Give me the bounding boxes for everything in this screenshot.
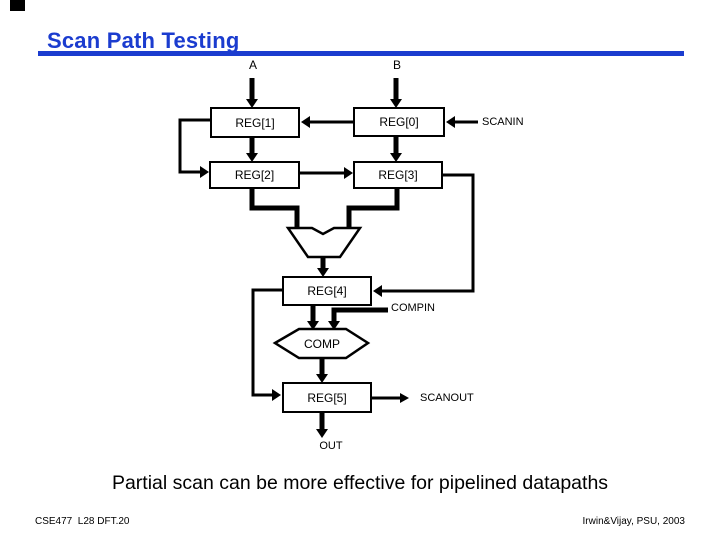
register-box-reg5: REG[5] — [282, 382, 372, 413]
title-underline — [38, 51, 684, 56]
register-box-reg0: REG[0] — [353, 107, 445, 137]
wire-reg3-alu — [346, 189, 400, 227]
wire-reg1-feedback — [178, 118, 210, 174]
signal-label-scanin: SCANIN — [482, 116, 524, 128]
slide-statement: Partial scan can be more effective for p… — [111, 472, 609, 494]
signal-label-compin: COMPIN — [391, 302, 435, 314]
input-label-b: B — [392, 58, 401, 72]
comparator-label: COMP — [304, 337, 340, 351]
signal-label-scanout: SCANOUT — [420, 392, 474, 404]
wire-reg3-reg4 — [382, 173, 475, 293]
wire-reg2-alu — [249, 189, 300, 227]
signal-label-out: OUT — [319, 440, 343, 452]
comparator-hexagon — [272, 327, 371, 360]
register-box-reg2: REG[2] — [209, 161, 300, 189]
register-box-reg3: REG[3] — [353, 161, 443, 189]
slide-title: Scan Path Testing — [47, 28, 240, 53]
register-box-reg4: REG[4] — [282, 276, 372, 306]
wire-compin — [331, 307, 388, 322]
alu-funnel-shape — [285, 226, 363, 259]
corner-mark — [10, 0, 25, 11]
register-box-reg1: REG[1] — [210, 107, 300, 138]
wire-reg4-reg5 — [251, 288, 282, 397]
footer-credit-label: Irwin&Vijay, PSU, 2003 — [582, 516, 685, 527]
input-label-a: A — [248, 58, 257, 72]
footer-course-label: CSE477 L28 DFT.20 — [35, 516, 130, 527]
